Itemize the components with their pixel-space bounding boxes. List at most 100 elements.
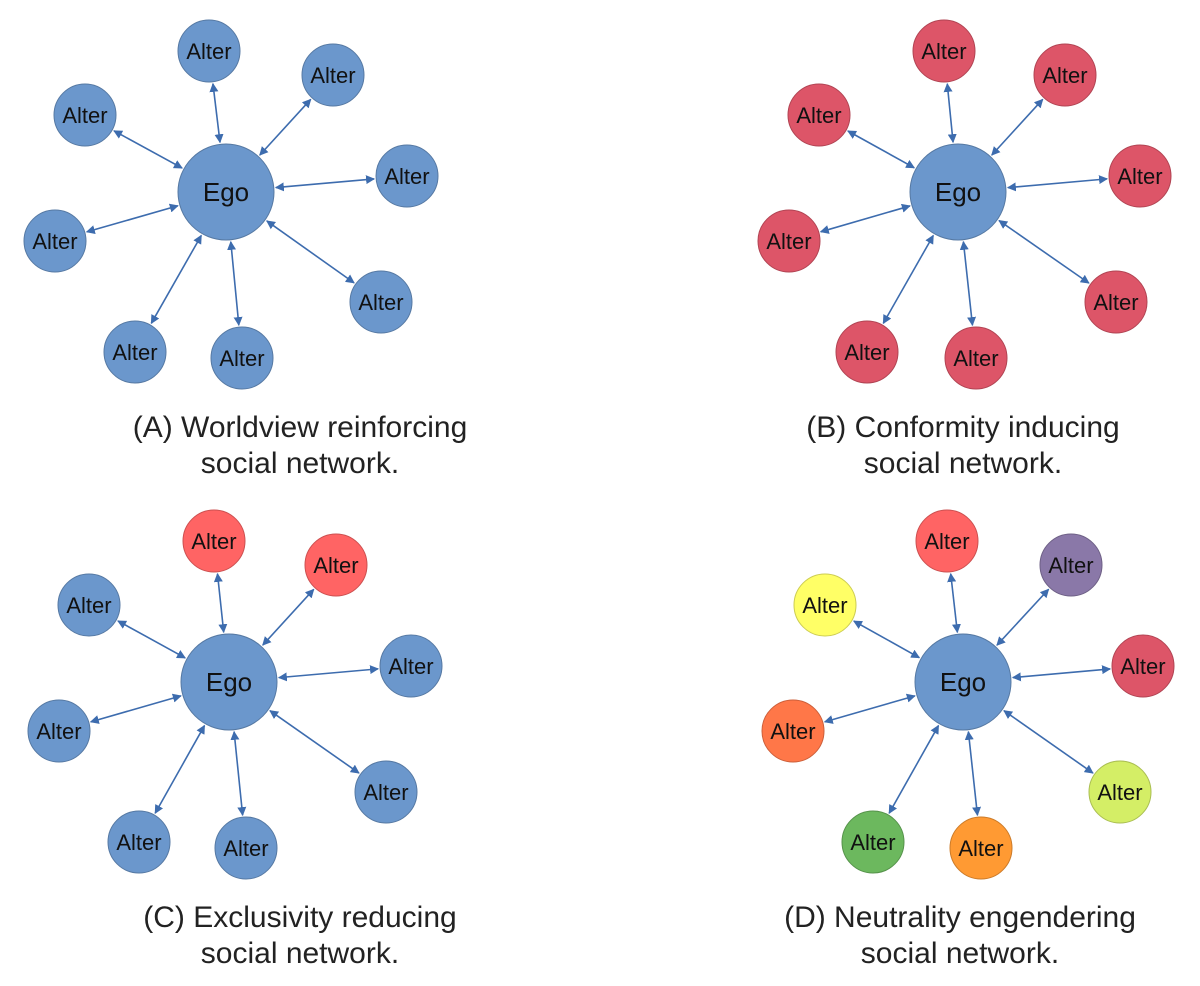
panel-b-alter-node-4 xyxy=(1084,270,1148,334)
panel-d-alter-node-3 xyxy=(1111,634,1175,698)
panel-b-alter-label-7: Alter xyxy=(766,229,811,254)
caption-c-line-1: (C) Exclusivity reducing xyxy=(143,901,457,934)
panel-a-network: EgoAlterAlterAlterAlterAlterAlterAlterAl… xyxy=(23,19,439,390)
panel-c-alter-node-3 xyxy=(379,634,443,698)
panel-b-edge-3 xyxy=(1006,175,1109,192)
panel-d-alter-label-1: Alter xyxy=(924,529,969,554)
panel-c-alter-node-1 xyxy=(182,509,246,573)
panel-b-alter-label-8: Alter xyxy=(796,103,841,128)
panel-a-edge-5 xyxy=(227,240,243,327)
panel-d-ego-label: Ego xyxy=(940,667,986,697)
caption-panel-c: (C) Exclusivity reducing social network. xyxy=(0,900,600,972)
panel-a-alter-label-2: Alter xyxy=(310,63,355,88)
panel-d-network: EgoAlterAlterAlterAlterAlterAlterAlterAl… xyxy=(761,509,1175,880)
panel-c-edge-4 xyxy=(269,710,360,774)
panel-a-alter-node-1 xyxy=(177,19,241,83)
panel-a-alter-node-7 xyxy=(23,209,87,273)
panel-b-alter-label-1: Alter xyxy=(921,39,966,64)
panel-a-edge-6 xyxy=(150,234,202,325)
panel-b-edge-1 xyxy=(943,82,957,144)
panel-c-network: EgoAlterAlterAlterAlterAlterAlterAlterAl… xyxy=(27,509,443,880)
caption-c-line-2: social network. xyxy=(200,937,400,970)
caption-a-line-2: social network. xyxy=(200,447,400,480)
panel-c-edge-8 xyxy=(117,620,186,659)
caption-d-line-2: social network. xyxy=(860,937,1060,970)
panel-c-alter-node-2 xyxy=(304,533,368,597)
panel-d-alter-node-7 xyxy=(761,699,825,763)
panel-a-ego-node xyxy=(177,143,275,241)
panel-d-alter-node-5 xyxy=(949,816,1013,880)
panel-d-edge-1 xyxy=(947,572,961,634)
panel-c-alter-node-7 xyxy=(27,699,91,763)
panel-d-alter-node-4 xyxy=(1088,760,1152,824)
panel-d-alter-label-6: Alter xyxy=(850,830,895,855)
panel-b-edge-2 xyxy=(991,98,1044,156)
panel-c-alter-label-2: Alter xyxy=(313,553,358,578)
panel-d-alter-label-3: Alter xyxy=(1120,654,1165,679)
panel-b-alter-node-5 xyxy=(944,326,1008,390)
panel-b-alter-node-7 xyxy=(757,209,821,273)
panel-a-alter-label-7: Alter xyxy=(32,229,77,254)
panel-b-ego-label: Ego xyxy=(935,177,981,207)
panel-a-edge-7 xyxy=(85,203,179,235)
panel-d-edge-2 xyxy=(996,588,1050,646)
panel-c-alter-label-8: Alter xyxy=(66,593,111,618)
panel-b-alter-label-2: Alter xyxy=(1042,63,1087,88)
panel-a-alter-node-4 xyxy=(349,270,413,334)
caption-d-line-1: (D) Neutrality engendering xyxy=(784,901,1136,934)
panel-a-ego-label: Ego xyxy=(203,177,249,207)
panel-d-edge-8 xyxy=(853,620,921,659)
caption-a-line-1: (A) Worldview reinforcing xyxy=(132,411,468,444)
panel-d-edge-3 xyxy=(1011,665,1112,682)
panel-a-edge-2 xyxy=(259,98,312,156)
panel-a-alter-label-8: Alter xyxy=(62,103,107,128)
panel-a-alter-label-6: Alter xyxy=(112,340,157,365)
panel-a-edge-8 xyxy=(113,130,183,169)
panel-a-alter-node-2 xyxy=(301,43,365,107)
panel-b-alter-node-1 xyxy=(912,19,976,83)
panel-d-alter-node-2 xyxy=(1039,533,1103,597)
panel-d-alter-label-5: Alter xyxy=(958,836,1003,861)
panel-d-alter-label-2: Alter xyxy=(1048,553,1093,578)
panel-b-alter-node-8 xyxy=(787,83,851,147)
panel-c-edge-3 xyxy=(277,665,380,682)
panel-c-alter-label-4: Alter xyxy=(363,780,408,805)
panel-a-alter-node-8 xyxy=(53,83,117,147)
panel-c-alter-node-8 xyxy=(57,573,121,637)
panel-a-edge-4 xyxy=(266,220,355,284)
panel-a-alter-node-5 xyxy=(210,326,274,390)
panel-c-alter-node-6 xyxy=(107,810,171,874)
panel-c-edge-2 xyxy=(262,588,315,646)
panel-d-alter-label-7: Alter xyxy=(770,719,815,744)
panel-b-alter-label-3: Alter xyxy=(1117,164,1162,189)
panel-b-alter-node-3 xyxy=(1108,144,1172,208)
panel-c-alter-label-7: Alter xyxy=(36,719,81,744)
panel-d-edge-4 xyxy=(1003,710,1094,774)
panel-b-edge-8 xyxy=(847,130,916,169)
panel-d-alter-node-8 xyxy=(793,573,857,637)
panel-c-alter-node-5 xyxy=(214,816,278,880)
panel-a-alter-label-4: Alter xyxy=(358,290,403,315)
panel-b-edge-6 xyxy=(882,234,934,325)
panel-b-alter-node-6 xyxy=(835,320,899,384)
panel-a-edge-1 xyxy=(209,82,224,144)
panel-b-alter-label-6: Alter xyxy=(844,340,889,365)
panel-c-alter-label-5: Alter xyxy=(223,836,268,861)
panel-b-alter-label-5: Alter xyxy=(953,346,998,371)
panel-a-alter-node-6 xyxy=(103,320,167,384)
panel-a-alter-node-3 xyxy=(375,144,439,208)
panel-d-alter-node-1 xyxy=(915,509,979,573)
panel-c-ego-label: Ego xyxy=(206,667,252,697)
panel-c-alter-label-3: Alter xyxy=(388,654,433,679)
caption-panel-d: (D) Neutrality engendering social networ… xyxy=(660,900,1200,972)
panel-d-ego-node xyxy=(914,633,1012,731)
panel-c-edge-1 xyxy=(213,572,228,634)
panel-b-edge-4 xyxy=(998,219,1090,284)
panel-a-alter-label-5: Alter xyxy=(219,346,264,371)
panel-d-alter-label-8: Alter xyxy=(802,593,847,618)
panel-c-alter-label-6: Alter xyxy=(116,830,161,855)
panel-b-edge-5 xyxy=(959,240,977,327)
panel-c-edge-7 xyxy=(89,693,182,724)
panel-b-edge-7 xyxy=(819,203,911,234)
panel-d-edge-6 xyxy=(888,724,940,815)
